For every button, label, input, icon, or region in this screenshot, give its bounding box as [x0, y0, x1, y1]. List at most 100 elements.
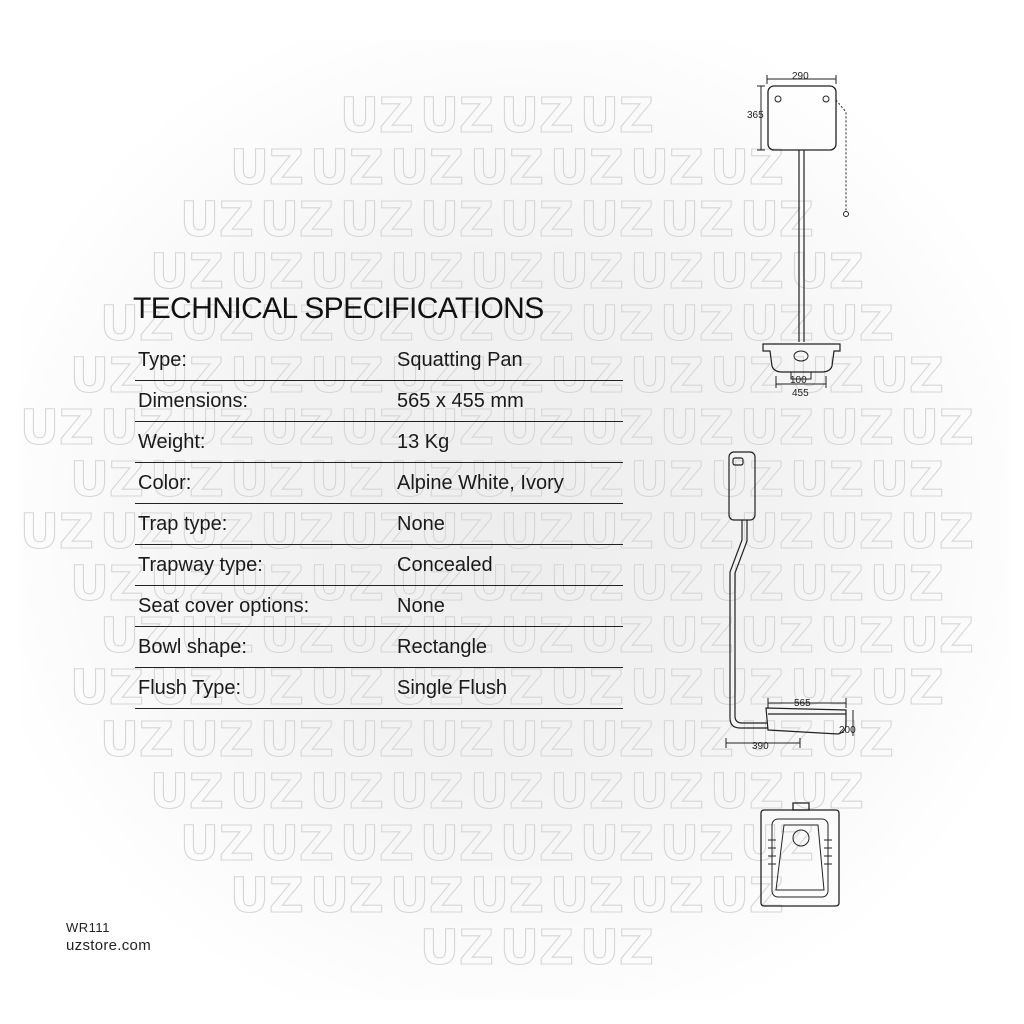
watermark-mark: UZ: [260, 296, 334, 352]
spec-value: 13 Kg: [397, 431, 450, 453]
watermark-mark: UZ: [230, 868, 304, 924]
side-elevation-drawing: [725, 451, 854, 748]
watermark-mark: UZ: [550, 660, 624, 716]
watermark-mark: UZ: [660, 504, 734, 560]
watermark-mark: UZ: [820, 296, 894, 352]
watermark-mark: UZ: [470, 868, 544, 924]
watermark-mark: UZ: [230, 452, 304, 508]
watermark-mark: UZ: [740, 712, 814, 768]
spec-row-trapway-type: Trapway type: Concealed: [135, 545, 623, 586]
page-title: TECHNICAL SPECIFICATIONS: [133, 292, 544, 325]
watermark-mark: UZ: [20, 400, 94, 456]
watermark-mark: UZ: [550, 452, 624, 508]
watermark-mark: UZ: [420, 192, 494, 248]
watermark-mark: UZ: [340, 88, 414, 144]
watermark-mark: UZ: [340, 504, 414, 560]
watermark-mark: UZ: [390, 140, 464, 196]
watermark-mark: UZ: [390, 348, 464, 404]
watermark-mark: UZ: [420, 88, 494, 144]
spec-label: Flush Type:: [138, 677, 242, 699]
watermark-mark: UZ: [580, 296, 654, 352]
watermark-mark: UZ: [500, 712, 574, 768]
watermark-mark: UZ: [630, 140, 704, 196]
dim-pipe-offset: 390: [752, 741, 769, 752]
watermark-mark: UZ: [230, 660, 304, 716]
watermark-mark: UZ: [310, 764, 384, 820]
watermark-mark: UZ: [390, 244, 464, 300]
watermark-mark: UZ: [390, 764, 464, 820]
watermark-mark: UZ: [230, 556, 304, 612]
watermark-mark: UZ: [870, 348, 944, 404]
watermark-mark: UZ: [340, 712, 414, 768]
dim-cistern-height: 365: [747, 110, 764, 121]
spec-row-flush-type: Flush Type: Single Flush: [135, 668, 623, 709]
watermark-mark: UZ: [710, 244, 784, 300]
watermark-mark: UZ: [550, 764, 624, 820]
watermark-mark: UZ: [150, 348, 224, 404]
watermark-mark: UZ: [70, 660, 144, 716]
watermark-mark: UZ: [390, 556, 464, 612]
watermark-mark: UZ: [550, 244, 624, 300]
watermark-mark: UZ: [310, 556, 384, 612]
watermark-mark: UZ: [180, 296, 254, 352]
watermark-mark: UZ: [150, 764, 224, 820]
watermark-mark: UZ: [500, 920, 574, 976]
watermark-mark: UZ: [420, 920, 494, 976]
watermark-mark: UZ: [710, 764, 784, 820]
watermark-mark: UZ: [470, 556, 544, 612]
watermark-mark: UZ: [70, 556, 144, 612]
website-link[interactable]: uzstore.com: [66, 937, 151, 954]
watermark-mark: UZ: [180, 608, 254, 664]
spec-value: Concealed: [397, 554, 493, 576]
product-code: WR111: [66, 920, 110, 935]
background-glow: [20, 40, 1010, 1000]
watermark-mark: UZ: [150, 556, 224, 612]
watermark-mark: UZ: [630, 244, 704, 300]
spec-value: Rectangle: [397, 636, 488, 658]
watermark-mark: UZ: [390, 660, 464, 716]
watermark-mark: UZ: [870, 452, 944, 508]
watermark-mark: UZ: [310, 348, 384, 404]
watermark-mark: UZ: [710, 556, 784, 612]
spec-row-trap-type: Trap type: None: [135, 504, 623, 545]
watermark-mark: UZ: [550, 140, 624, 196]
watermark-mark: UZ: [790, 764, 864, 820]
watermark-mark: UZ: [630, 660, 704, 716]
watermark-mark: UZ: [660, 192, 734, 248]
footer: WR111 uzstore.com: [66, 920, 151, 954]
watermark-mark: UZ: [260, 192, 334, 248]
spec-label: Dimensions:: [138, 390, 249, 412]
spec-value: Alpine White, Ivory: [397, 472, 564, 494]
spec-row-dimensions: Dimensions: 565 x 455 mm: [135, 381, 623, 422]
watermark-mark: UZ: [870, 660, 944, 716]
watermark-mark: UZ: [100, 608, 174, 664]
spec-row-weight: Weight: 13 Kg: [135, 422, 623, 463]
watermark-mark: UZ: [310, 868, 384, 924]
spec-value: 565 x 455 mm: [397, 390, 524, 412]
pan-plan: [760, 809, 840, 907]
watermark-mark: UZ: [390, 452, 464, 508]
watermark-mark: UZ: [660, 400, 734, 456]
watermark-mark: UZ: [340, 192, 414, 248]
watermark-mark: UZ: [260, 816, 334, 872]
spec-label: Seat cover options:: [138, 595, 310, 617]
watermark-mark: UZ: [630, 348, 704, 404]
pan-front: [762, 343, 841, 373]
watermark-mark: UZ: [630, 764, 704, 820]
watermark-mark: UZ: [740, 504, 814, 560]
watermark-mark: UZ: [580, 192, 654, 248]
watermark-mark: UZ: [710, 452, 784, 508]
watermark-mark: UZ: [550, 348, 624, 404]
watermark-mark: UZ: [740, 400, 814, 456]
watermark-mark: UZ: [420, 608, 494, 664]
watermark-mark: UZ: [500, 816, 574, 872]
watermark-mark: UZ: [470, 764, 544, 820]
watermark-mark: UZ: [100, 296, 174, 352]
spec-row-color: Color: Alpine White, Ivory: [135, 463, 623, 504]
watermark-mark: UZ: [740, 296, 814, 352]
watermark-mark: UZ: [660, 712, 734, 768]
watermark-mark: UZ: [420, 712, 494, 768]
watermark-mark: UZ: [500, 400, 574, 456]
watermark-mark: UZ: [310, 140, 384, 196]
watermark-mark: UZ: [390, 868, 464, 924]
